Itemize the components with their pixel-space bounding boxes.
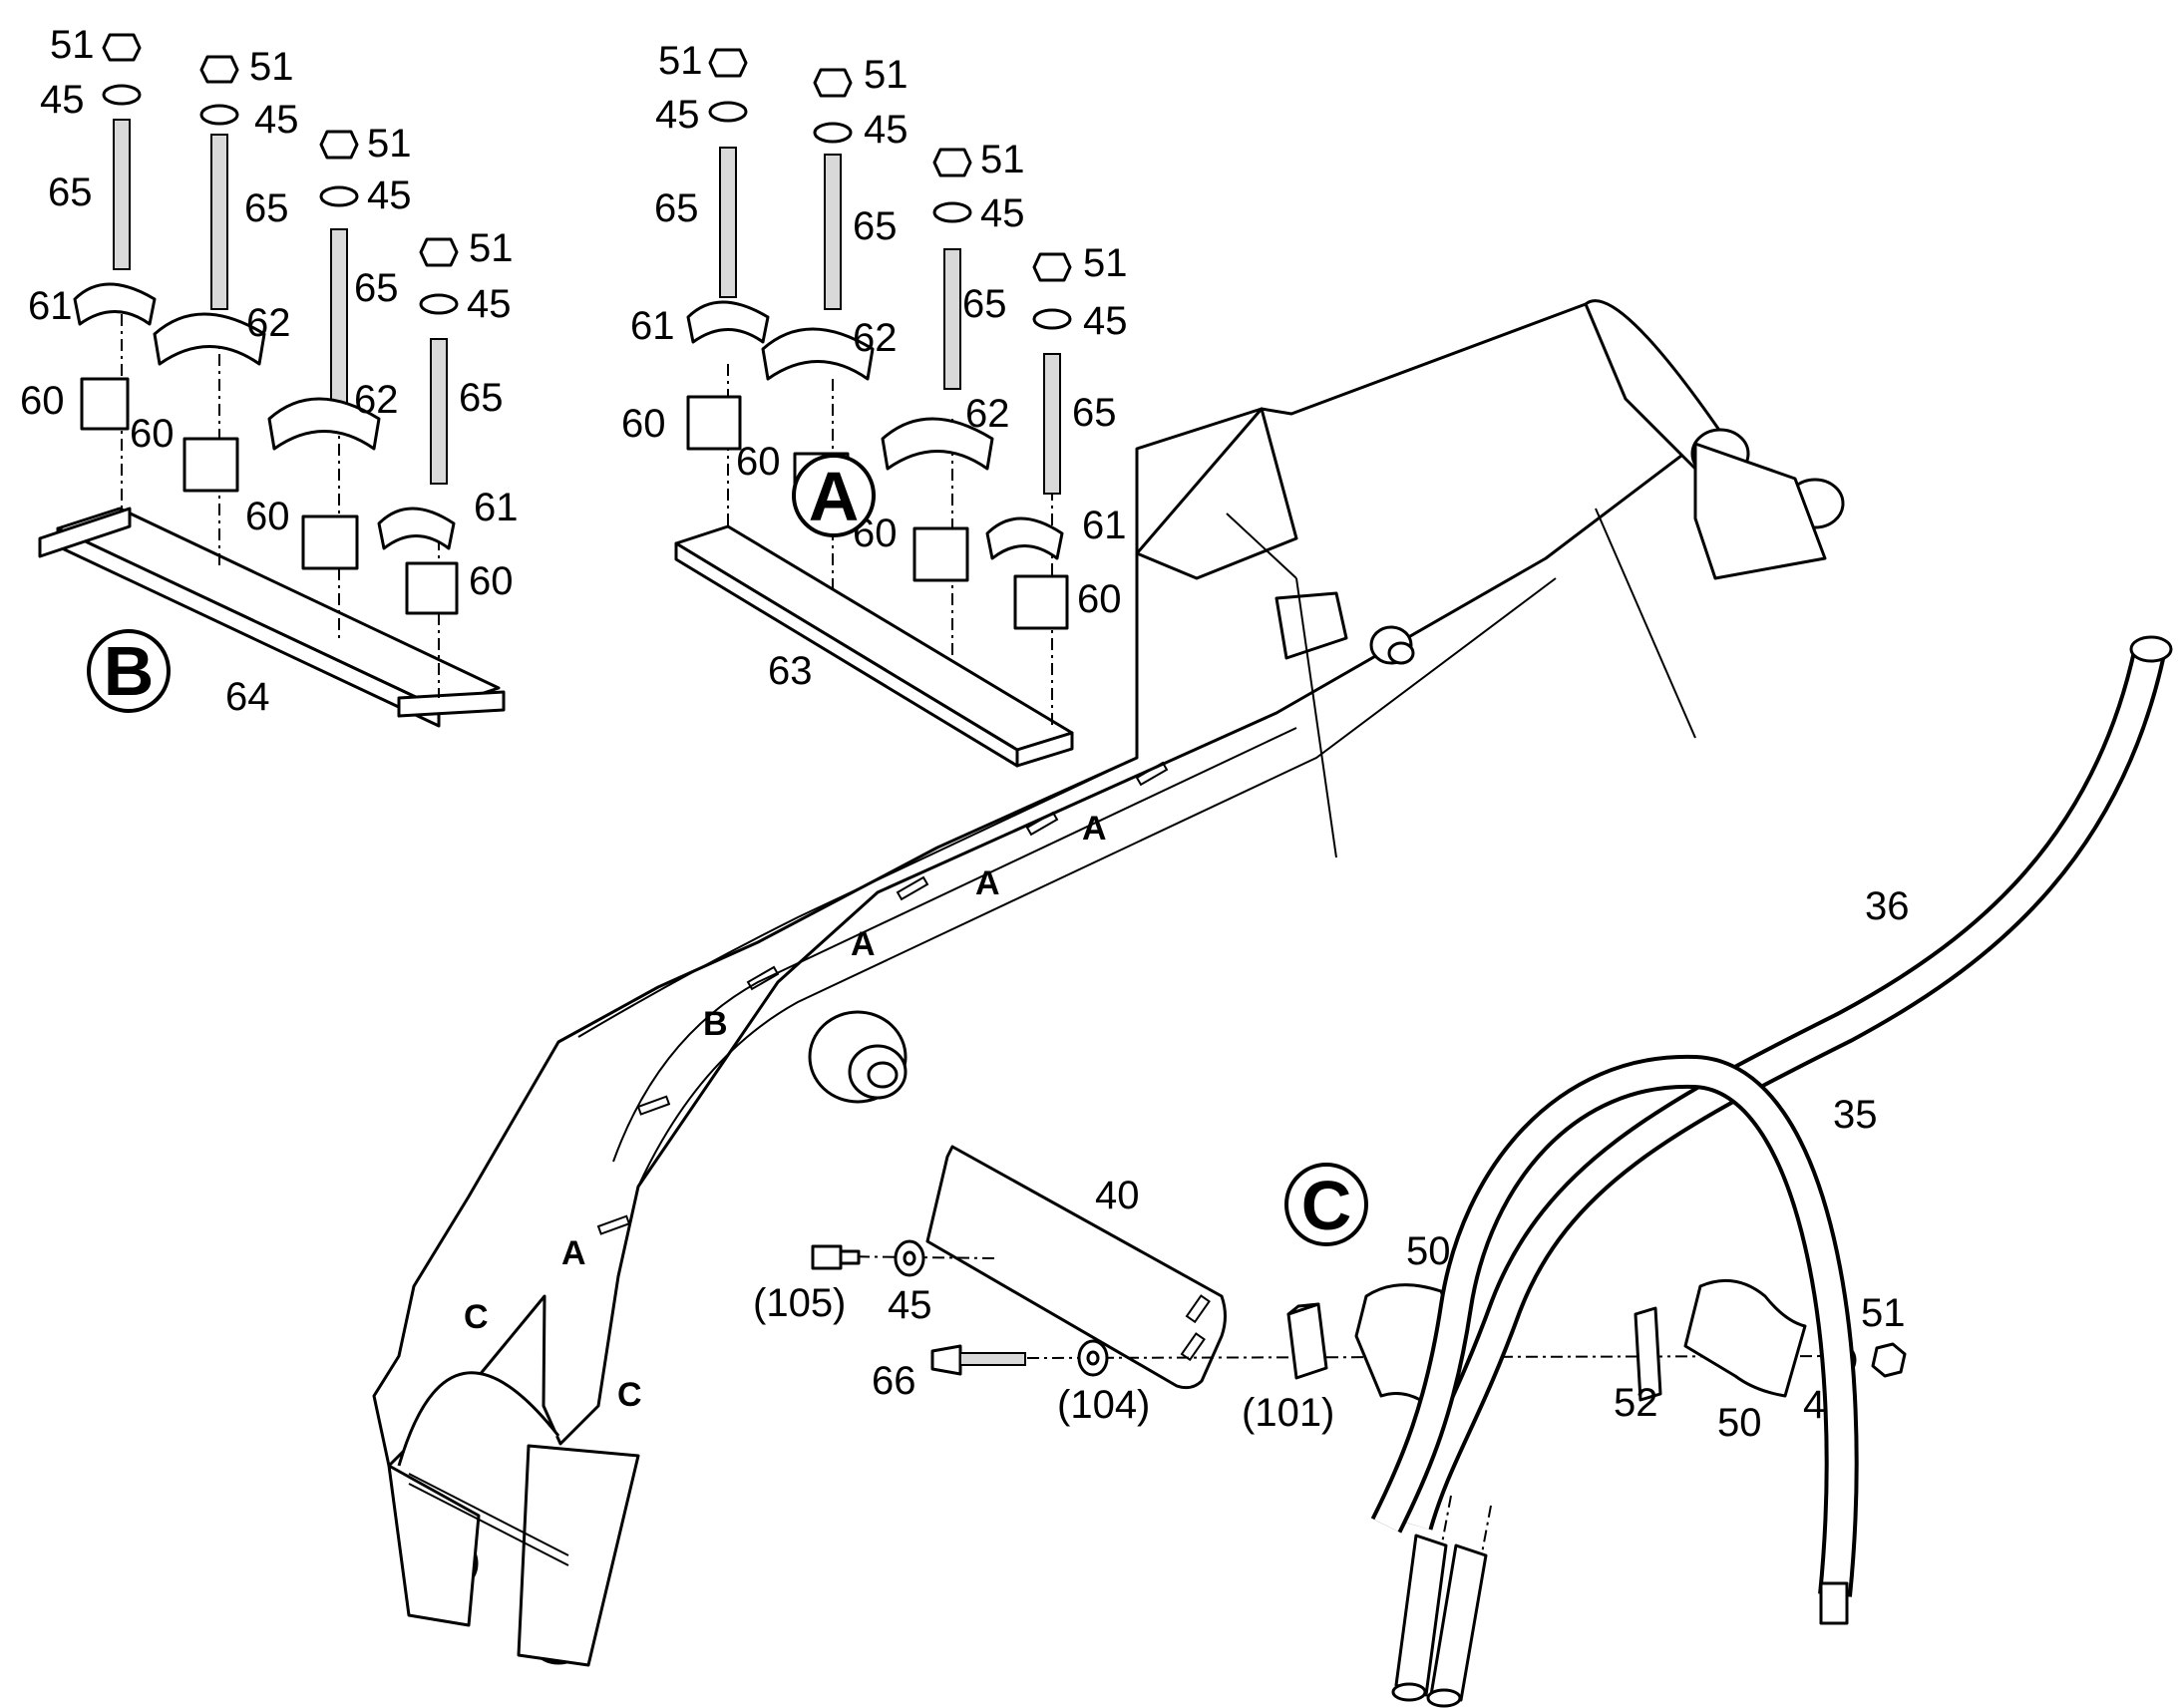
- group-a-label-51-4: 51: [1083, 241, 1128, 285]
- group-c-label-101: (101): [1242, 1391, 1334, 1435]
- group-b-label-62-2: 62: [354, 378, 399, 422]
- group-b-assembly: [38, 33, 506, 728]
- boom-marker-c-1: C: [464, 1298, 489, 1336]
- group-b-label-45-1: 45: [40, 78, 85, 122]
- group-a-label-51-3: 51: [980, 138, 1025, 181]
- group-a-label-63: 63: [768, 649, 813, 693]
- group-b-label-65-1: 65: [48, 171, 93, 214]
- group-b-label-65-4: 65: [459, 376, 504, 420]
- group-b-label-64: 64: [225, 675, 270, 719]
- group-b-label-45-4: 45: [467, 282, 512, 326]
- boom: [372, 299, 1845, 1667]
- group-a-label-62-2: 62: [965, 392, 1010, 436]
- group-a-label-65-2: 65: [853, 204, 898, 248]
- group-a-label-65-4: 65: [1072, 391, 1117, 435]
- view-c-marker: C: [1284, 1163, 1368, 1246]
- group-b-label-61-1: 61: [28, 284, 73, 328]
- group-b-label-65-2: 65: [244, 186, 289, 230]
- group-a-label-60-4: 60: [1077, 577, 1122, 621]
- group-a-label-60-2: 60: [736, 440, 781, 484]
- group-b-label-51-2: 51: [249, 45, 294, 89]
- group-b-label-60-4: 60: [469, 559, 514, 603]
- group-a-label-45-4: 45: [1083, 299, 1128, 343]
- group-a-label-45-2: 45: [864, 108, 908, 152]
- boom-marker-b: B: [703, 1005, 728, 1043]
- group-b-label-45-2: 45: [254, 98, 299, 142]
- hose-label-36: 36: [1865, 884, 1910, 928]
- group-b-label-51-4: 51: [469, 226, 514, 270]
- group-c-label-66: 66: [872, 1359, 916, 1403]
- group-a-label-61-2: 61: [1082, 504, 1127, 547]
- group-b-label-61-2: 61: [474, 486, 519, 529]
- boom-marker-a-3: A: [851, 925, 876, 963]
- view-a-marker: A: [792, 454, 876, 537]
- group-b-label-60-3: 60: [245, 495, 290, 538]
- group-b-label-51-3: 51: [367, 122, 412, 166]
- boom-marker-a-2: A: [975, 864, 1000, 902]
- group-b-label-60-2: 60: [130, 412, 175, 456]
- svg-text:B: B: [104, 632, 155, 710]
- boom-marker-c-2: C: [617, 1376, 642, 1414]
- group-a-label-51-2: 51: [864, 53, 908, 97]
- group-a-label-61-1: 61: [630, 304, 675, 348]
- group-c-label-50-2: 50: [1717, 1401, 1762, 1445]
- group-a-label-65-3: 65: [962, 282, 1007, 326]
- hose-label-35: 35: [1833, 1093, 1878, 1137]
- group-b-label-51-1: 51: [50, 23, 95, 67]
- group-b-label-45-3: 45: [367, 173, 412, 217]
- group-c-label-52: 52: [1614, 1381, 1658, 1425]
- group-a-label-51-1: 51: [658, 39, 703, 83]
- group-b-label-60-1: 60: [20, 379, 65, 423]
- group-c-label-45-1: 45: [888, 1283, 932, 1327]
- group-a-label-62-1: 62: [853, 316, 898, 360]
- hoses: [1370, 635, 2173, 1708]
- group-c-label-51: 51: [1861, 1291, 1906, 1335]
- group-a-label-45-3: 45: [980, 191, 1025, 235]
- group-a-label-45-1: 45: [655, 93, 700, 137]
- view-b-marker: B: [87, 629, 171, 713]
- boom-marker-a-1: A: [1082, 810, 1107, 848]
- boom-marker-a-4: A: [561, 1234, 586, 1272]
- cylinder-mount: [808, 1010, 908, 1104]
- group-b-label-62-1: 62: [246, 301, 291, 345]
- group-c-label-104: (104): [1057, 1383, 1150, 1427]
- svg-text:A: A: [809, 458, 860, 535]
- group-c-label-105: (105): [753, 1281, 846, 1325]
- svg-text:C: C: [1301, 1167, 1352, 1244]
- group-a-assembly: [674, 48, 1074, 768]
- group-a-label-65-1: 65: [654, 186, 699, 230]
- group-b-label-65-3: 65: [354, 266, 399, 310]
- group-c-label-40: 40: [1095, 1174, 1140, 1217]
- group-c-label-50-1: 50: [1406, 1229, 1451, 1273]
- group-a-label-60-1: 60: [621, 402, 666, 446]
